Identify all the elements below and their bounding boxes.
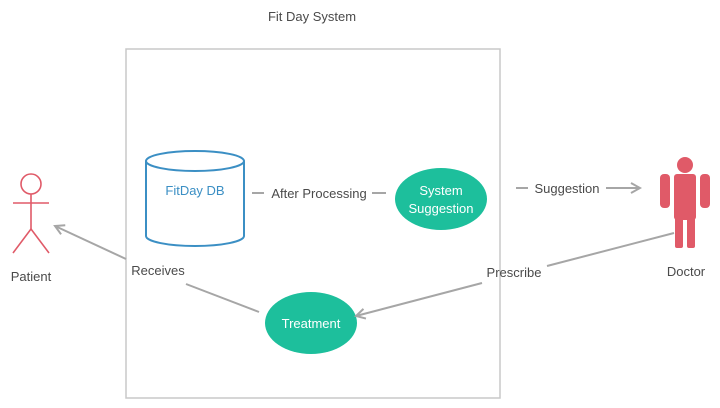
doctor-leg-right	[687, 216, 695, 248]
doctor-actor[interactable]	[660, 157, 710, 248]
treatment-ellipse	[265, 292, 357, 354]
edge-prescribe-label: Prescribe	[487, 265, 542, 280]
diagram-title: Fit Day System	[268, 9, 356, 24]
patient-label: Patient	[11, 269, 52, 284]
system-boundary[interactable]	[125, 48, 501, 399]
doctor-arm-left	[660, 174, 670, 208]
doctor-arm-right	[700, 174, 710, 208]
edge-receives-lower[interactable]	[185, 283, 260, 313]
patient-leg-left	[12, 228, 32, 254]
system-suggestion-ellipse	[395, 168, 487, 230]
system-suggestion-label-line2: Suggestion	[408, 201, 473, 216]
patient-actor[interactable]	[12, 173, 50, 254]
use-case-treatment[interactable]: Treatment	[265, 292, 357, 354]
doctor-leg-left	[675, 216, 683, 248]
edge-receives-label: Receives	[131, 263, 185, 278]
edge-receives-arrow[interactable]	[55, 226, 127, 260]
db-body	[145, 161, 245, 247]
edge-prescribe-upper[interactable]	[546, 232, 675, 267]
patient-head	[20, 173, 42, 195]
patient-leg-right	[30, 228, 50, 254]
treatment-label: Treatment	[282, 316, 341, 331]
doctor-label: Doctor	[667, 264, 706, 279]
doctor-head	[677, 157, 693, 173]
edge-suggestion-label: Suggestion	[534, 181, 599, 196]
fitday-db[interactable]: FitDay DB	[145, 150, 245, 247]
db-label: FitDay DB	[165, 183, 224, 198]
edge-prescribe-arrow[interactable]	[356, 282, 483, 316]
system-suggestion-label-line1: System	[419, 183, 462, 198]
edge-after-processing-label: After Processing	[271, 186, 366, 201]
db-top	[145, 150, 245, 172]
use-case-system-suggestion[interactable]: System Suggestion	[395, 168, 487, 230]
doctor-torso	[674, 174, 696, 220]
